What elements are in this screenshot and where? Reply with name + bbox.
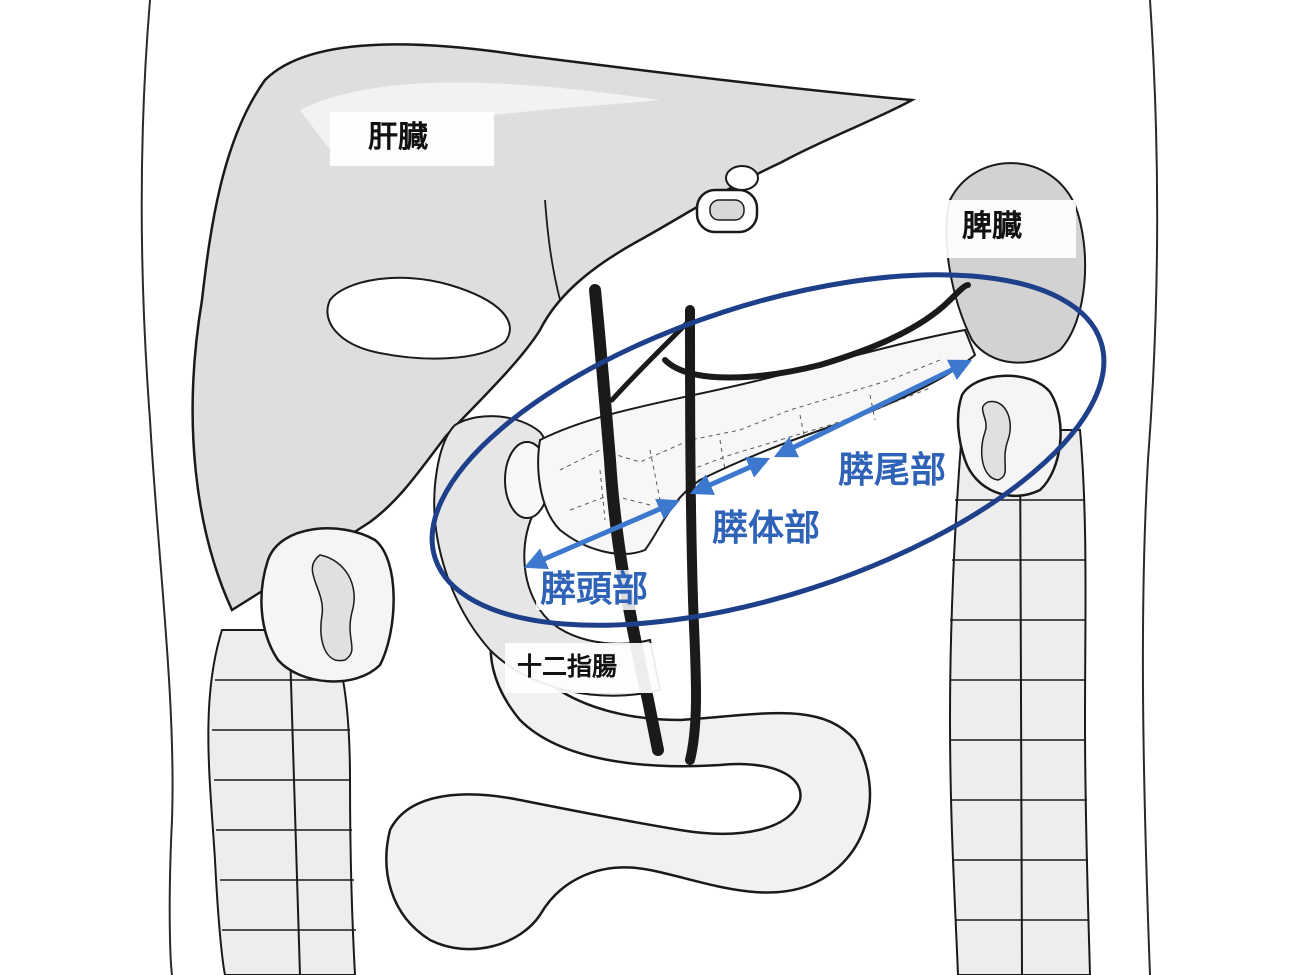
pancreas-body-label: 膵体部 xyxy=(708,509,825,549)
ascending-colon xyxy=(207,629,357,975)
ascending-colon-band xyxy=(289,649,301,975)
spleen-label: 脾臓 xyxy=(936,200,1076,258)
double-arrow-icon-body xyxy=(689,457,771,495)
ligament-line xyxy=(544,199,561,301)
esophagus-ring-inner xyxy=(709,199,745,221)
vena-cava-vessel xyxy=(685,305,702,765)
torso-outline xyxy=(140,0,1159,975)
splenic-artery xyxy=(662,282,971,381)
esophagus-top xyxy=(725,165,759,191)
liver-label: 肝臓 xyxy=(330,112,494,166)
duodenum-label: 十二指腸 xyxy=(505,643,665,693)
splenic-flexure-inner xyxy=(981,400,1011,481)
pancreas-tail-label: 膵尾部 xyxy=(834,451,951,491)
double-arrow-icon-head xyxy=(523,498,681,570)
celiac-branch xyxy=(609,317,693,403)
hepatic-flexure-inner xyxy=(311,554,355,662)
gallbladder-shape xyxy=(326,276,511,360)
pancreas-head-label: 膵頭部 xyxy=(536,570,653,610)
double-arrow-icon-tail xyxy=(773,359,973,458)
ascending-colon-haustra xyxy=(212,679,356,931)
small-intestine xyxy=(385,606,872,951)
descending-colon-band xyxy=(1019,419,1023,975)
aorta-vessel xyxy=(589,284,664,756)
spleen-shape xyxy=(945,162,1087,364)
pancreas-highlight-ellipse xyxy=(429,272,1107,628)
